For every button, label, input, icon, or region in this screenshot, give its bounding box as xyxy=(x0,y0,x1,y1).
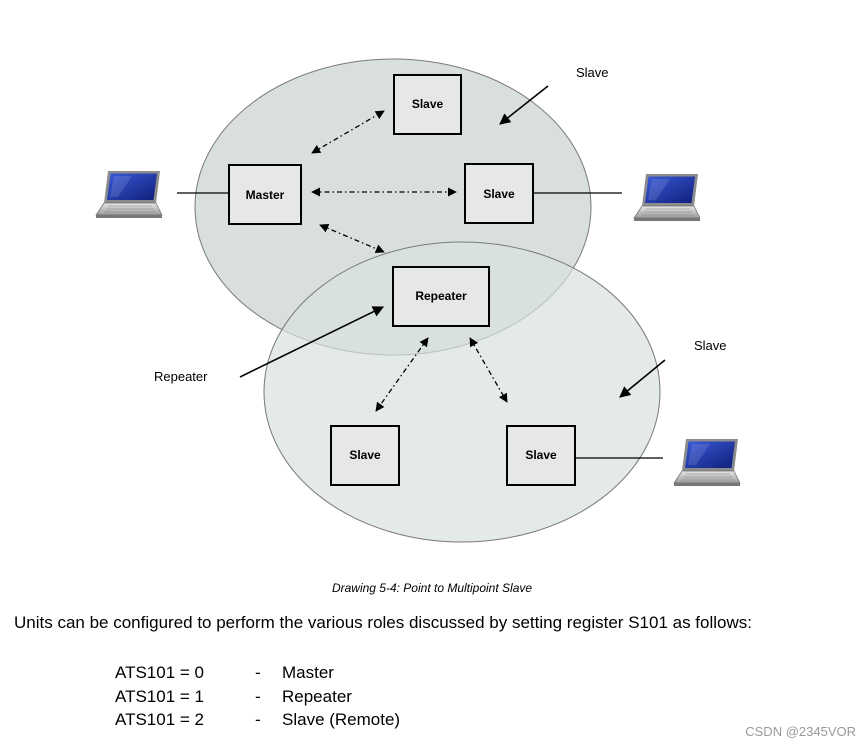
setting-dash: - xyxy=(255,710,261,729)
setting-value: Repeater xyxy=(282,686,352,706)
callout-arrow-repeater xyxy=(239,306,385,378)
setting-key: ATS101 = 2 xyxy=(115,710,204,729)
body-paragraph: Units can be configured to perform the v… xyxy=(14,613,752,632)
node-slave-bottom-right[interactable]: Slave xyxy=(506,425,576,486)
laptop-icon xyxy=(633,173,701,222)
callout-arrow-slave-top xyxy=(499,85,549,125)
callout-arrow-slave-lower xyxy=(619,359,666,398)
watermark: CSDN @2345VOR xyxy=(745,724,856,739)
setting-key: ATS101 = 1 xyxy=(115,686,204,706)
figure-caption: Drawing 5-4: Point to Multipoint Slave xyxy=(331,581,533,595)
node-slave-bottom-left[interactable]: Slave xyxy=(330,425,400,486)
node-label: Slave xyxy=(349,448,381,462)
node-slave-top[interactable]: Slave xyxy=(393,74,462,135)
node-repeater[interactable]: Repeater xyxy=(392,266,490,327)
callout-label-repeater: Repeater xyxy=(154,369,208,384)
setting-value: Slave (Remote) xyxy=(282,710,401,729)
node-label: Slave xyxy=(483,187,515,201)
node-label: Slave xyxy=(525,448,557,462)
node-master[interactable]: Master xyxy=(228,164,302,225)
network-diagram: Slave Master Slave Repeater Slave Slave … xyxy=(95,58,741,543)
setting-value: Master xyxy=(282,663,334,682)
callout-label-slave-top: Slave xyxy=(576,65,609,80)
link-repeater-slave-bl xyxy=(375,337,429,412)
node-label: Slave xyxy=(412,97,444,111)
laptop-icon xyxy=(95,170,163,219)
setting-dash: - xyxy=(255,663,261,682)
setting-dash: - xyxy=(255,686,261,706)
callout-label-slave-lower: Slave xyxy=(694,338,727,353)
link-master-slave-top xyxy=(311,110,385,154)
node-slave-right[interactable]: Slave xyxy=(464,163,534,224)
node-label: Master xyxy=(246,188,285,202)
setting-key: ATS101 = 0 xyxy=(115,663,204,682)
laptop-icon xyxy=(673,438,741,487)
node-label: Repeater xyxy=(415,289,467,303)
